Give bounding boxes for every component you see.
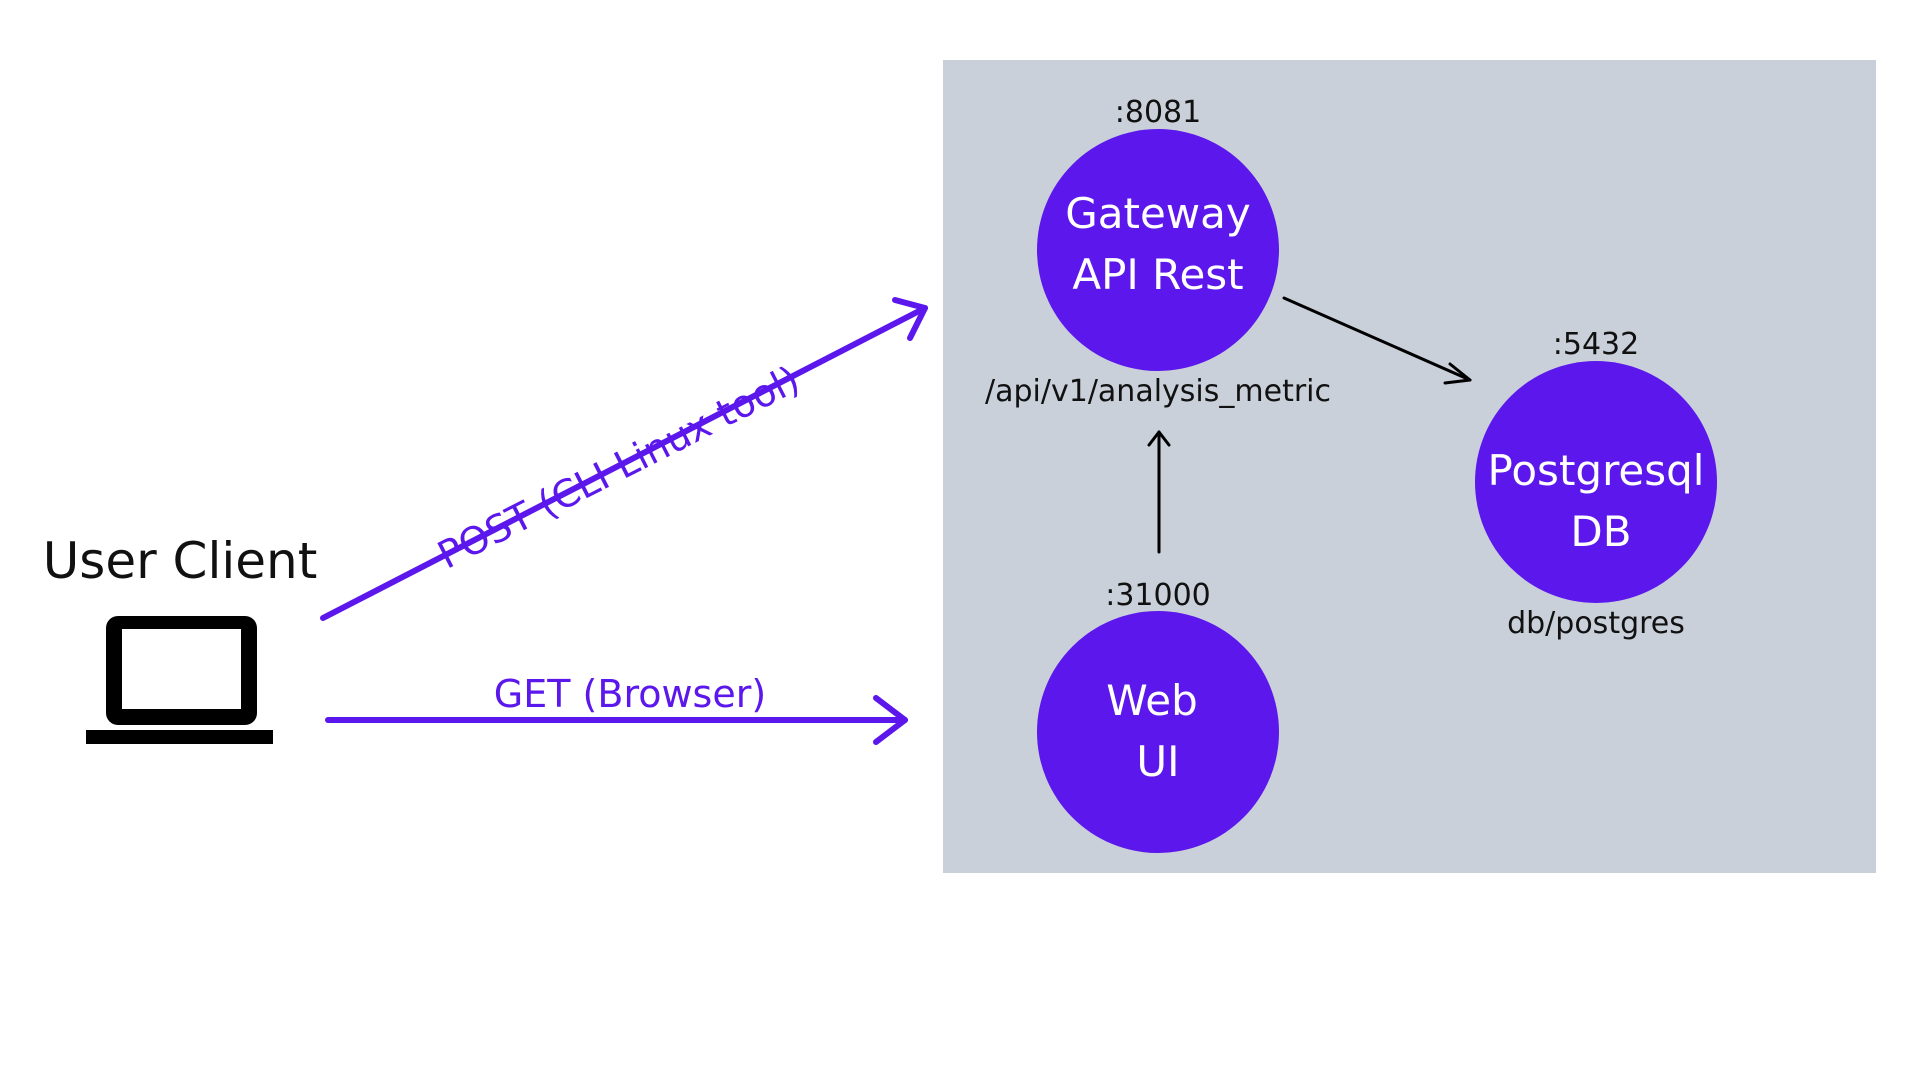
gateway-node-line2: API Rest: [1072, 250, 1243, 299]
webui-node: [1037, 611, 1279, 853]
user-client-title: User Client: [43, 532, 318, 590]
post-edge-label: POST (CLI Linux tool): [431, 357, 807, 577]
webui-port-label: :31000: [1105, 578, 1211, 613]
postgres-node-line1: Postgresql: [1488, 446, 1705, 495]
gateway-node: [1037, 129, 1279, 371]
postgres-port-label: :5432: [1553, 327, 1639, 362]
webui-node-line2: UI: [1136, 737, 1179, 786]
laptop-icon: [86, 616, 273, 744]
postgres-node: [1475, 361, 1717, 603]
postgres-path-label: db/postgres: [1507, 606, 1685, 641]
gateway-node-line1: Gateway: [1065, 189, 1251, 238]
gateway-to-db-arrow: [1282, 296, 1472, 385]
webui-to-gateway-arrow: [1147, 430, 1171, 554]
postgres-node-line2: DB: [1570, 507, 1631, 556]
gateway-port-label: :8081: [1115, 95, 1201, 130]
post-arrow: [320, 297, 928, 621]
gateway-path-label: /api/v1/analysis_metric: [985, 374, 1331, 409]
get-arrow: [325, 695, 908, 745]
webui-node-line1: Web: [1106, 676, 1198, 725]
get-edge-label: GET (Browser): [494, 672, 766, 716]
